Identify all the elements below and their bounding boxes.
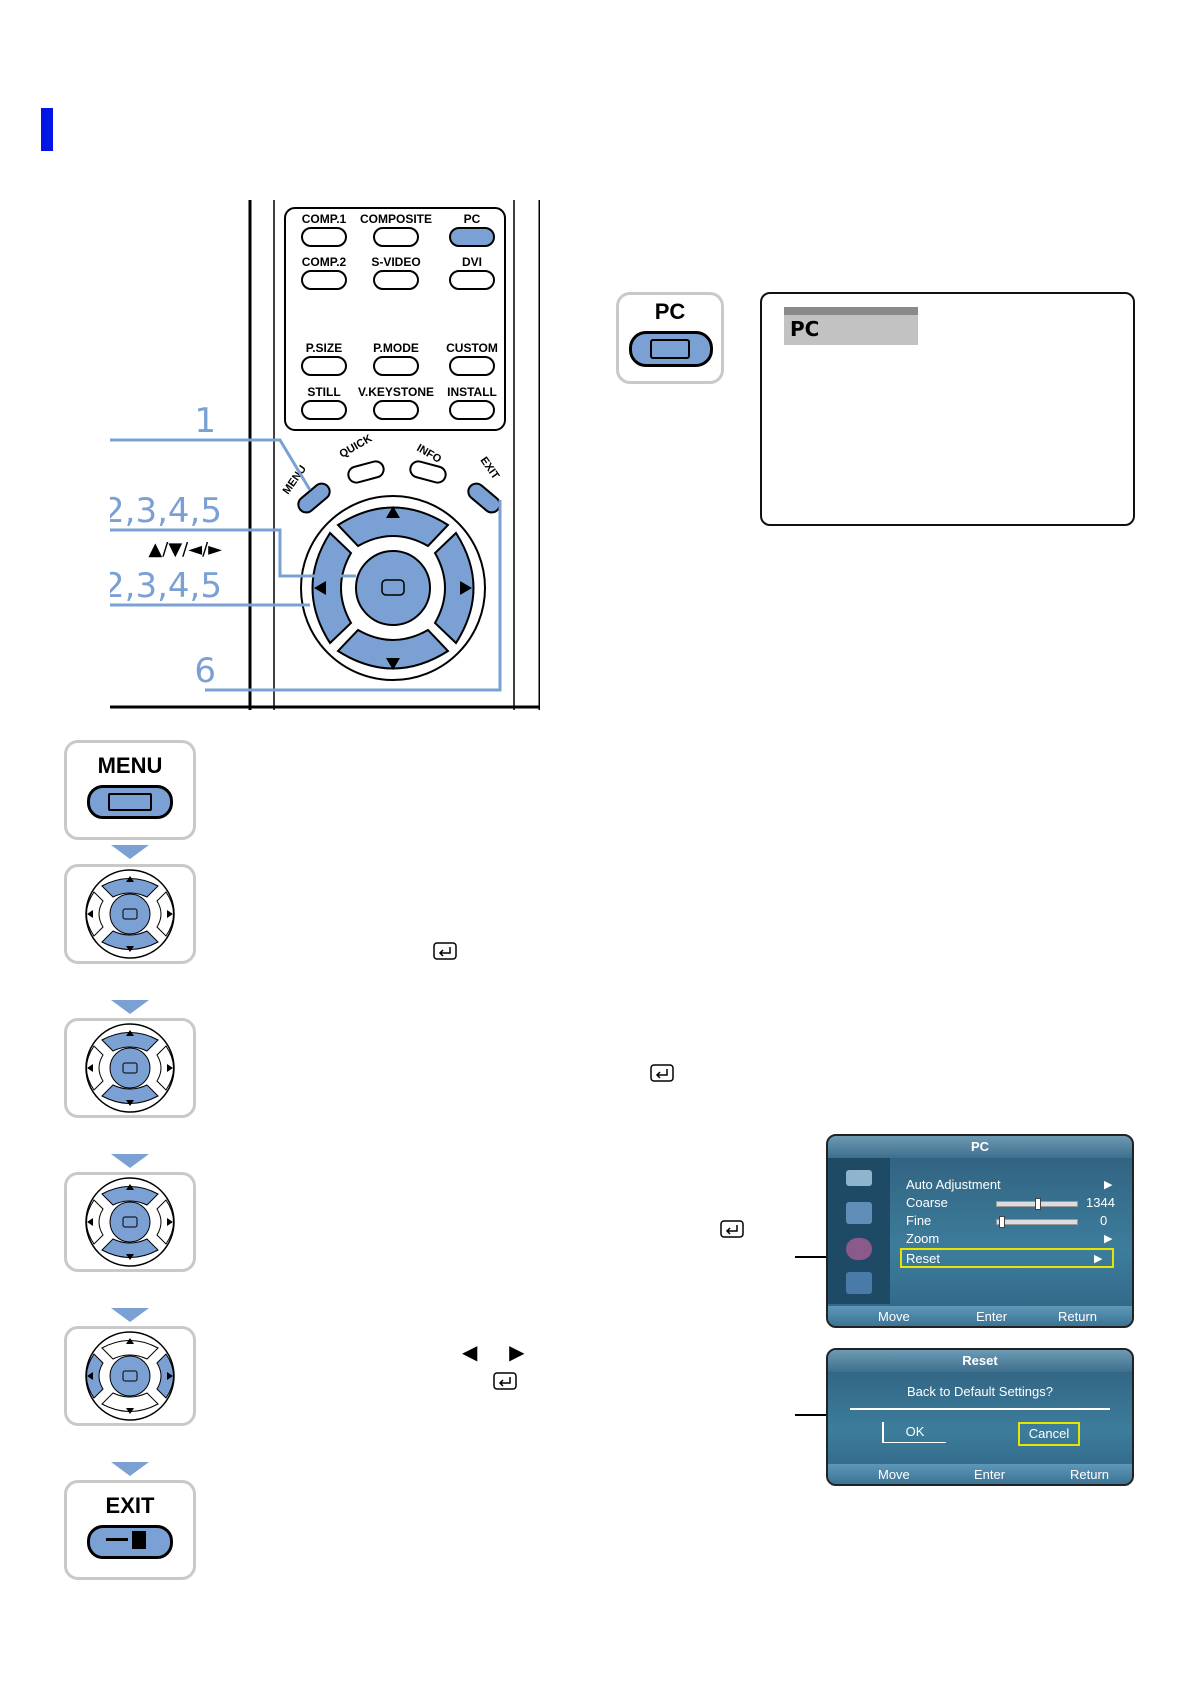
- menu-item-zoom[interactable]: Zoom▶: [906, 1231, 1113, 1246]
- pc-button-illustration: PC: [616, 292, 724, 384]
- remote-label-comp1: COMP.1: [302, 212, 347, 226]
- input-icon: [846, 1272, 872, 1294]
- step-exit-button: EXIT: [64, 1480, 196, 1580]
- step-arrow-4: [111, 1308, 149, 1322]
- remote-label-psize: P.SIZE: [306, 341, 342, 355]
- pc-button-label: PC: [654, 299, 686, 324]
- remote-label-exit: EXIT: [478, 455, 502, 482]
- step-arrow-3: [111, 1154, 149, 1168]
- callout-6: 6: [194, 651, 216, 691]
- tv-menu-sidebar: [828, 1158, 890, 1304]
- picture-icon: [846, 1170, 872, 1186]
- pc-icon: [650, 339, 690, 359]
- reset-dialog-title: Reset: [828, 1350, 1132, 1372]
- menu-item-auto-adjustment[interactable]: Auto Adjustment▶: [906, 1177, 1113, 1192]
- step-arrow-5: [111, 1462, 149, 1476]
- callout-line: [795, 1414, 827, 1416]
- dpad-icon: [85, 1177, 175, 1267]
- footer-move: Move: [878, 1467, 910, 1482]
- remote-label-quick: QUICK: [338, 432, 375, 460]
- remote-label-still: STILL: [307, 385, 340, 399]
- footer-return: Return: [1058, 1309, 1098, 1324]
- step-dpad-enter-1: [64, 864, 196, 964]
- fine-slider[interactable]: [996, 1216, 1078, 1228]
- exit-icon: [87, 1525, 173, 1559]
- footer-enter: Enter: [974, 1467, 1006, 1482]
- tv-pc-menu-title: PC: [828, 1136, 1132, 1158]
- remote-label-pc: PC: [464, 212, 481, 226]
- tv-pc-menu-footer: Move Enter Return: [828, 1306, 1132, 1326]
- dpad-icon: [85, 869, 175, 959]
- step-menu-label: MENU: [97, 753, 163, 778]
- enter-icon: [720, 1220, 744, 1238]
- remote-label-custom: CUSTOM: [446, 341, 498, 355]
- footer-return: Return: [1070, 1467, 1110, 1482]
- coarse-slider[interactable]: [996, 1198, 1078, 1210]
- step-dpad-enter-2: [64, 1018, 196, 1118]
- step-arrow-1: [111, 845, 149, 859]
- callout-2345-b: 2,3,4,5: [110, 566, 222, 606]
- reset-dialog-footer: Move Enter Return: [828, 1464, 1132, 1484]
- callout-2345-a: 2,3,4,5: [110, 491, 222, 531]
- dpad-icon: [85, 1023, 175, 1113]
- menu-item-coarse[interactable]: Coarse 1344: [906, 1195, 1115, 1210]
- remote-label-composite: COMPOSITE: [360, 212, 432, 226]
- ok-button[interactable]: OK: [882, 1422, 946, 1443]
- slider-knob[interactable]: [998, 1216, 1005, 1228]
- remote-label-svideo: S-VIDEO: [371, 255, 420, 269]
- menu-icon: [87, 785, 173, 819]
- remote-label-pmode: P.MODE: [373, 341, 419, 355]
- footer-enter: Enter: [976, 1309, 1008, 1324]
- setup-icon: [846, 1238, 872, 1260]
- pc-button-shape: [629, 331, 713, 367]
- enter-icon: [493, 1372, 517, 1390]
- enter-icon: [433, 942, 457, 960]
- callout-1: 1: [194, 401, 216, 441]
- callout-line: [795, 1256, 827, 1258]
- footer-move: Move: [878, 1309, 910, 1324]
- menu-item-reset[interactable]: Reset▶: [900, 1248, 1114, 1268]
- dialog-divider: [850, 1408, 1110, 1410]
- step-dpad-leftright: [64, 1326, 196, 1426]
- section-marker: [41, 108, 53, 151]
- slider-knob[interactable]: [1035, 1198, 1041, 1210]
- tv-reset-dialog: Reset Back to Default Settings? OK Cance…: [826, 1348, 1134, 1486]
- cancel-button[interactable]: Cancel: [1018, 1422, 1080, 1446]
- step-arrow-2: [111, 1000, 149, 1014]
- remote-control-illustration: COMP.1 COMPOSITE PC COMP.2 S-VIDEO DVI P…: [110, 200, 540, 710]
- dpad-lr-icon: [85, 1331, 175, 1421]
- remote-label-install: INSTALL: [447, 385, 497, 399]
- tv-pc-menu: PC Auto Adjustment▶ Coarse 1344 Fine 0 Z…: [826, 1134, 1134, 1328]
- enter-icon: [650, 1064, 674, 1082]
- menu-item-fine[interactable]: Fine 0: [906, 1213, 1108, 1228]
- remote-label-vkeystone: V.KEYSTONE: [358, 385, 434, 399]
- remote-label-dvi: DVI: [462, 255, 482, 269]
- reset-question: Back to Default Settings?: [907, 1384, 1053, 1399]
- left-right-arrows: ◀ ▶: [462, 1340, 525, 1364]
- osd-preview-tab: PC: [784, 307, 918, 345]
- step-dpad-enter-3: [64, 1172, 196, 1272]
- step-menu-button: MENU: [64, 740, 196, 840]
- step-exit-label: EXIT: [105, 1493, 155, 1518]
- remote-label-comp2: COMP.2: [302, 255, 347, 269]
- callout-arrows: ▲/▼/◄/►: [148, 539, 222, 560]
- sound-icon: [846, 1202, 872, 1224]
